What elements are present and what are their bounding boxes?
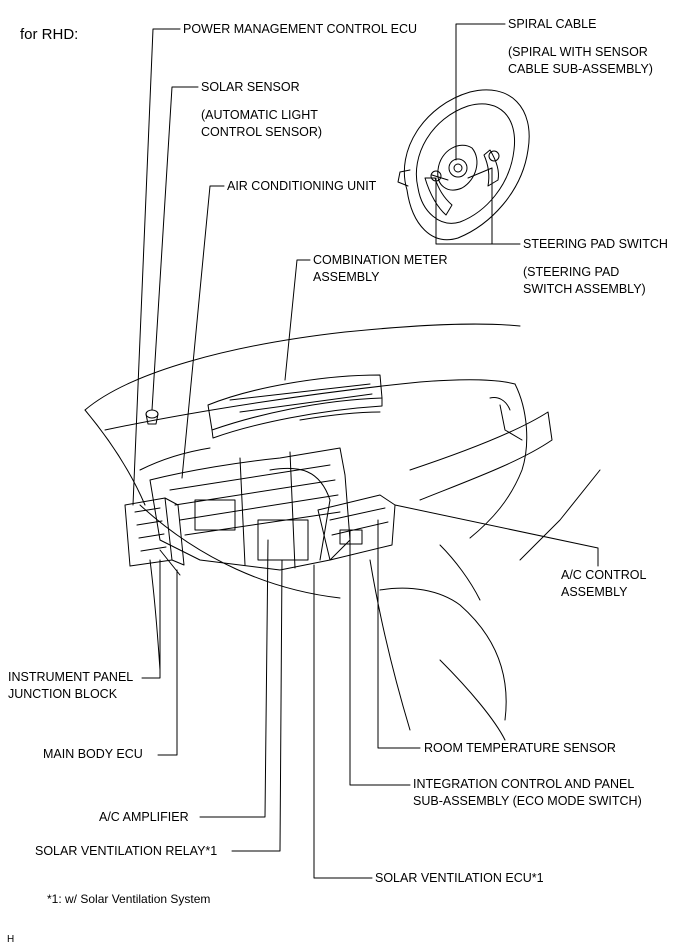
label-steering-pad-sub-1: (STEERING PAD <box>523 265 620 279</box>
label-power-management-ecu: POWER MANAGEMENT CONTROL ECU <box>183 22 418 36</box>
label-solar-sensor-sub-1: (AUTOMATIC LIGHT <box>201 108 318 122</box>
label-combination-meter-1: COMBINATION METER <box>313 253 448 267</box>
label-combination-meter-2: ASSEMBLY <box>313 270 380 284</box>
label-spiral-cable: SPIRAL CABLE <box>508 17 597 31</box>
label-instrument-panel-jb-2: JUNCTION BLOCK <box>8 687 118 701</box>
label-main-body-ecu: MAIN BODY ECU <box>43 747 143 761</box>
label-ac-amplifier: A/C AMPLIFIER <box>99 810 189 824</box>
label-room-temperature-sensor: ROOM TEMPERATURE SENSOR <box>424 741 616 755</box>
ac-control-art <box>318 495 395 560</box>
label-solar-sensor-sub-2: CONTROL SENSOR) <box>201 125 323 139</box>
label-ac-control-1: A/C CONTROL <box>561 568 647 582</box>
figure-code: H <box>7 934 15 945</box>
label-integration-control-2: SUB-ASSEMBLY (ECO MODE SWITCH) <box>413 794 642 808</box>
junction-block-art <box>125 498 184 566</box>
combination-meter-art <box>208 375 382 438</box>
leader-lines <box>133 24 598 878</box>
label-air-conditioning-unit: AIR CONDITIONING UNIT <box>227 179 377 193</box>
label-spiral-cable-sub-2: CABLE SUB-ASSEMBLY) <box>508 62 653 76</box>
label-solar-ventilation-relay: SOLAR VENTILATION RELAY*1 <box>35 844 218 858</box>
page-title: for RHD: <box>20 26 79 43</box>
label-solar-sensor: SOLAR SENSOR <box>201 80 300 94</box>
label-steering-pad-switch: STEERING PAD SWITCH <box>523 237 668 251</box>
label-instrument-panel-jb-1: INSTRUMENT PANEL <box>8 670 134 684</box>
steering-wheel <box>398 90 529 240</box>
label-steering-pad-sub-2: SWITCH ASSEMBLY) <box>523 282 646 296</box>
label-ac-control-2: ASSEMBLY <box>561 585 628 599</box>
label-spiral-cable-sub-1: (SPIRAL WITH SENSOR <box>508 45 648 59</box>
footnote: *1: w/ Solar Ventilation System <box>47 892 211 906</box>
label-solar-ventilation-ecu: SOLAR VENTILATION ECU*1 <box>375 871 544 885</box>
solar-sensor-art <box>146 410 158 424</box>
air-conditioning-unit-art <box>150 448 350 575</box>
label-integration-control-1: INTEGRATION CONTROL AND PANEL <box>413 777 635 791</box>
